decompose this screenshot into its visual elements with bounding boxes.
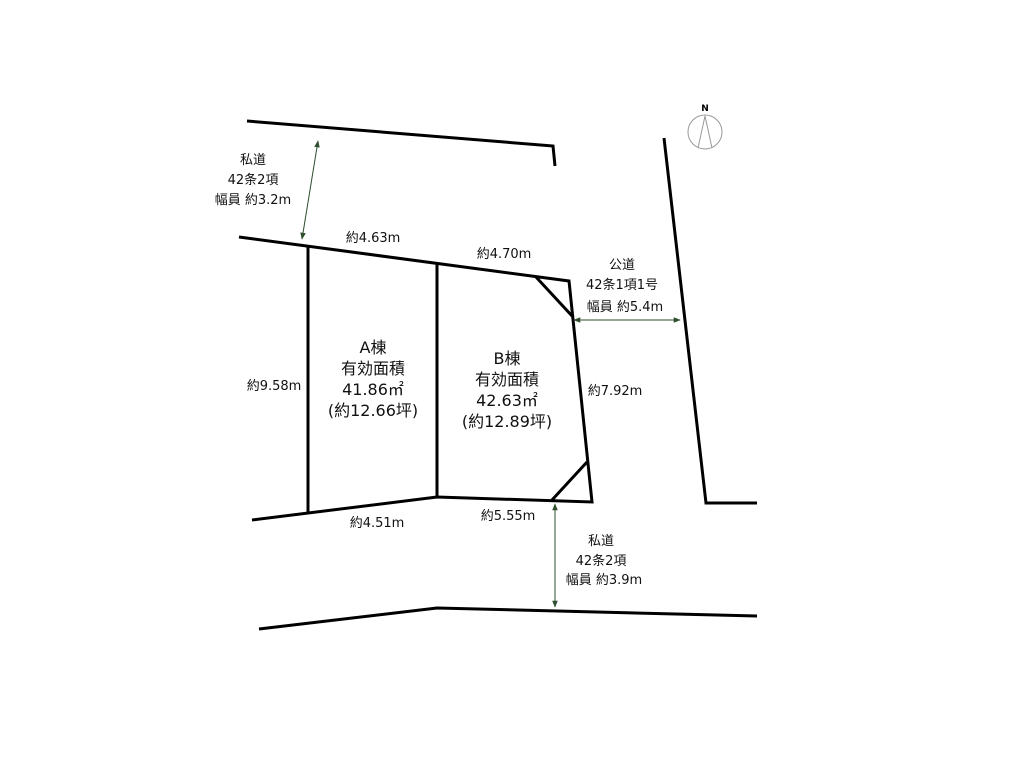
lot-a-label: A棟 有効面積 41.86㎡ (約12.66坪) xyxy=(328,338,418,420)
bottom-road-label: 私道 42条2項 幅員 約3.9m xyxy=(566,534,642,588)
dimension-b-right: 約7.92m xyxy=(588,384,643,399)
bottom-road-edge xyxy=(258,606,758,631)
compass-north-label: N xyxy=(701,104,709,114)
right-road-label: 公道 42条1項1号 幅員 約5.4m xyxy=(586,258,663,315)
dimension-b-top: 約4.70m xyxy=(477,247,532,262)
lot-boundary xyxy=(238,235,594,522)
lot-name: B棟 xyxy=(494,349,521,368)
lot-name: A棟 xyxy=(360,338,387,357)
road-article: 42条2項 xyxy=(228,172,279,188)
right-road-edge xyxy=(662,137,757,505)
road-article: 42条2項 xyxy=(576,553,627,569)
north-compass-icon: N xyxy=(687,104,723,150)
road-type: 私道 xyxy=(588,534,614,549)
top-road-width-arrow xyxy=(300,140,320,240)
lot-area: 41.86㎡ xyxy=(342,380,404,399)
dimension-b-bottom: 約5.55m xyxy=(481,509,536,524)
road-type: 公道 xyxy=(609,258,635,273)
road-width: 幅員 約5.4m xyxy=(587,300,663,315)
lot-area: 42.63㎡ xyxy=(476,391,538,410)
corner-cut-bottom xyxy=(550,460,589,502)
lot-area-tsubo: (約12.66坪) xyxy=(328,401,418,420)
road-article: 42条1項1号 xyxy=(586,277,658,293)
dimension-a-left: 約9.58m xyxy=(247,379,302,394)
road-width: 幅員 約3.2m xyxy=(215,193,291,208)
road-width: 幅員 約3.9m xyxy=(566,573,642,588)
corner-cut-top xyxy=(534,275,575,319)
lot-area-tsubo: (約12.89坪) xyxy=(462,412,552,431)
dimension-a-bottom: 約4.51m xyxy=(350,516,405,531)
road-type: 私道 xyxy=(240,153,266,168)
lot-area-label: 有効面積 xyxy=(475,370,539,389)
top-road-label: 私道 42条2項 幅員 約3.2m xyxy=(215,153,291,208)
top-road-edge xyxy=(246,119,557,167)
lot-b-label: B棟 有効面積 42.63㎡ (約12.89坪) xyxy=(462,349,552,431)
dimension-a-top: 約4.63m xyxy=(346,231,401,246)
lot-area-label: 有効面積 xyxy=(341,359,405,378)
